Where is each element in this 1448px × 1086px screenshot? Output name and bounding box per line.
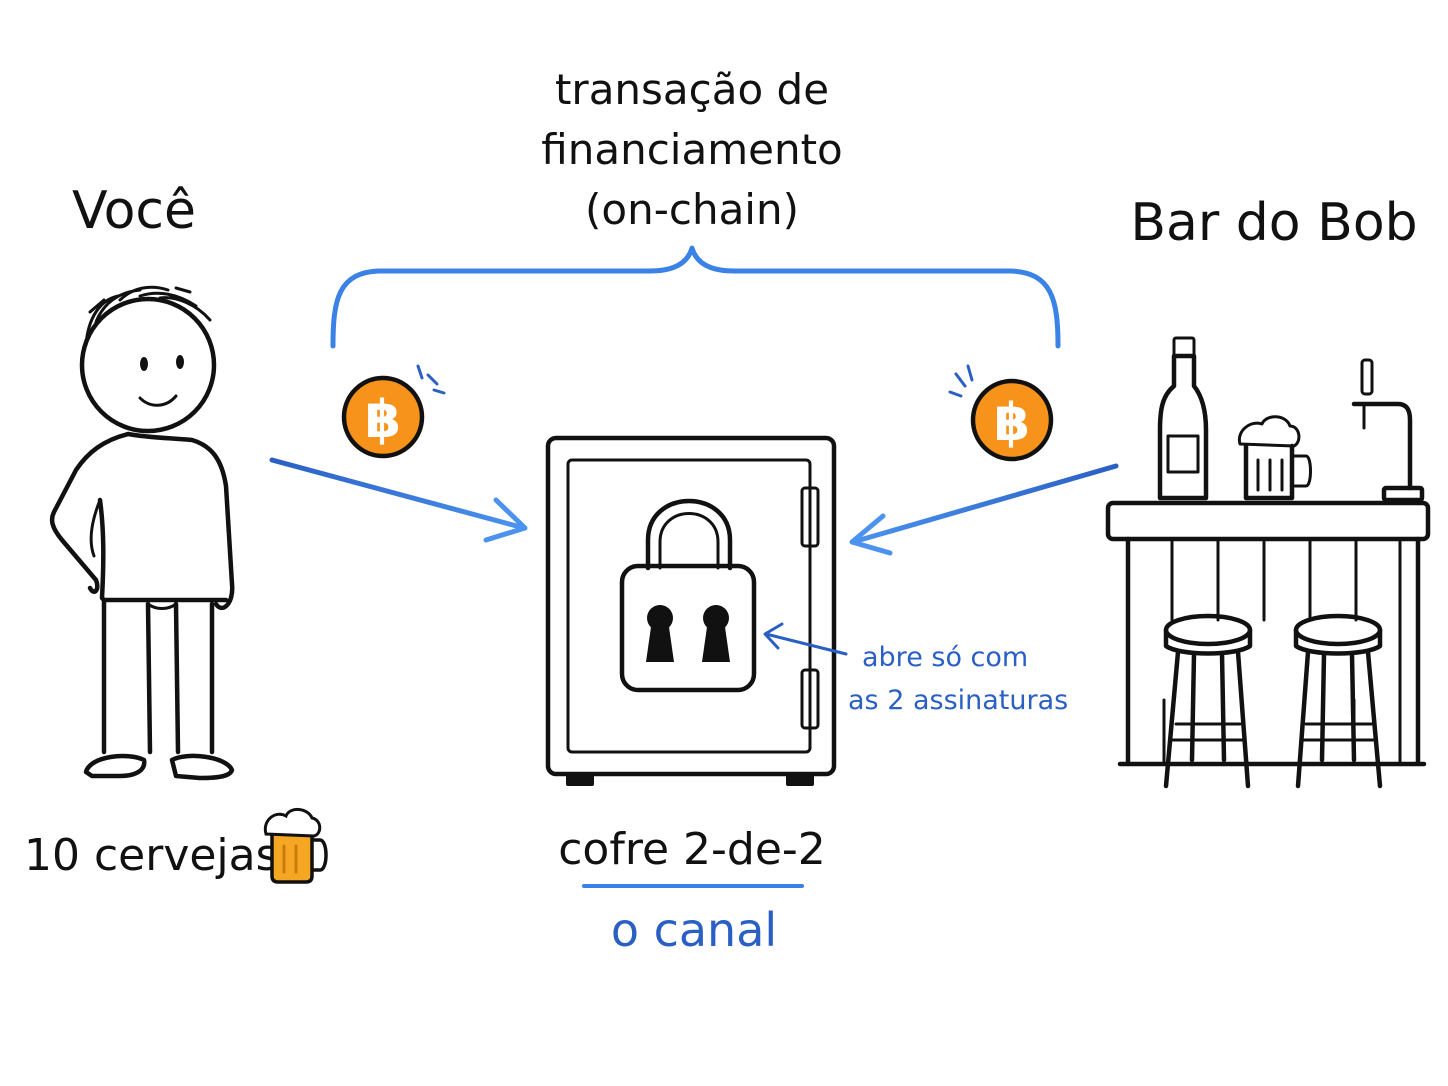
keyhole-left-icon (646, 605, 674, 662)
svg-text:฿: ฿ (365, 390, 401, 450)
keyhole-right-icon (702, 605, 730, 662)
label-bar: Bar do Bob (1130, 193, 1417, 253)
bar-stool-right-icon (1293, 613, 1383, 789)
label-channel: o canal (611, 903, 777, 957)
note-line2: as 2 assinaturas (848, 685, 1068, 716)
funding-brace (330, 245, 1061, 349)
padlock-icon (619, 498, 757, 693)
label-safe-title: cofre 2-de-2 (558, 824, 826, 875)
label-you: Você (72, 181, 196, 241)
note-arrow (763, 622, 848, 656)
funding-label-line1: transação de (555, 65, 829, 114)
beer-bottle-icon (1157, 336, 1209, 501)
beer-tap-icon (1351, 358, 1425, 503)
bar-stool-left-icon (1163, 613, 1253, 789)
beer-mug-bar-icon (1237, 415, 1312, 501)
multisig-safe (545, 435, 837, 786)
bitcoin-coin-left-icon: ฿ (341, 364, 446, 459)
arrow-you-to-safe (269, 457, 528, 543)
beer-mug-icon (263, 808, 328, 884)
person-figure (49, 285, 235, 781)
label-beers: 10 cervejas (24, 830, 279, 881)
funding-label-line3: (on-chain) (585, 185, 799, 234)
funding-label-line2: financiamento (541, 125, 842, 174)
bitcoin-coin-right-icon: ฿ (948, 364, 1054, 462)
bar-illustration (1105, 336, 1431, 789)
svg-text:฿: ฿ (994, 393, 1030, 453)
arrow-bar-to-safe (849, 463, 1119, 556)
note-line1: abre só com (862, 642, 1028, 673)
funding-transaction-label: transação de financiamento (on-chain) (541, 65, 842, 234)
